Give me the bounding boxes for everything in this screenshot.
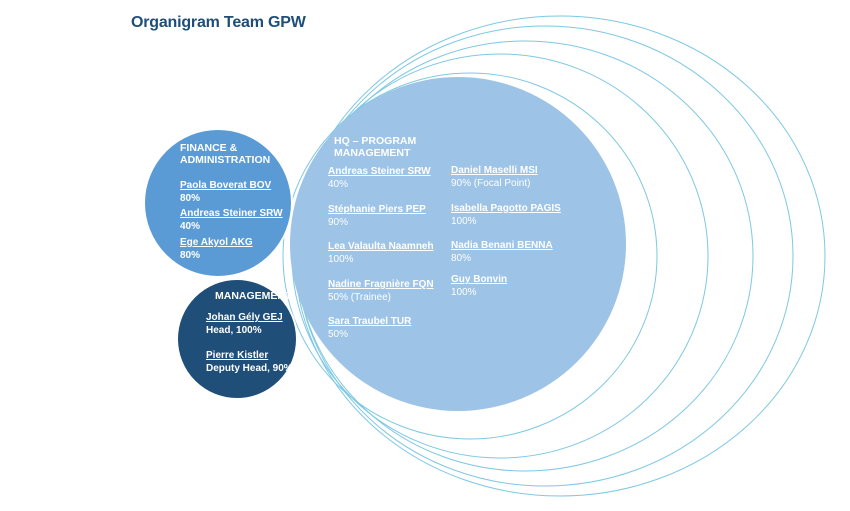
hq-member: Andreas Steiner SRW 40% — [328, 165, 431, 191]
member-role: 100% — [451, 287, 477, 298]
finance-title-line1: FINANCE & — [180, 142, 238, 154]
finance-title: FINANCE & ADMINISTRATION — [180, 142, 270, 166]
finance-member: Ege Akyol AKG 80% — [180, 236, 253, 262]
member-role: 80% — [451, 253, 472, 264]
member-name[interactable]: Daniel Maselli MSI — [451, 165, 538, 176]
hq-member: Nadia Benani BENNA 80% — [451, 239, 553, 265]
member-name[interactable]: Sara Traubel TUR — [328, 316, 412, 327]
member-role: 40% — [328, 179, 349, 190]
member-name[interactable]: Ege Akyol AKG — [180, 237, 253, 248]
management-title: MANAGEMENT — [215, 290, 292, 302]
hq-member: Nadine Fragnière FQN 50% (Trainee) — [328, 278, 434, 304]
member-name[interactable]: Isabella Pagotto PAGIS — [451, 203, 561, 214]
ring-1 — [282, 72, 658, 440]
member-name[interactable]: Guy Bonvin — [451, 274, 508, 285]
member-name[interactable]: Andreas Steiner SRW — [180, 208, 283, 219]
hq-member: Stéphanie Piers PEP 90% — [328, 203, 426, 229]
management-circle — [176, 278, 298, 400]
page-title: Organigram Team GPW — [131, 14, 306, 31]
member-name[interactable]: Paola Boverat BOV — [180, 180, 272, 191]
member-role: 50% — [328, 329, 349, 340]
hq-member: Guy Bonvin 100% — [451, 273, 507, 299]
hq-title-line2: MANAGEMENT — [334, 147, 411, 159]
hq-member: Lea Valaulta Naamneh 100% — [328, 240, 434, 266]
member-role: 50% (Trainee) — [328, 292, 391, 303]
finance-circle — [143, 128, 293, 278]
member-name[interactable]: Nadia Benani BENNA — [451, 240, 553, 251]
management-member: Pierre Kistler Deputy Head, 90% — [206, 349, 293, 375]
member-name[interactable]: Nadine Fragnière FQN — [328, 279, 434, 290]
hq-title-line1: HQ – PROGRAM — [334, 135, 417, 147]
member-name[interactable]: Andreas Steiner SRW — [328, 166, 431, 177]
hq-member: Sara Traubel TUR 50% — [328, 315, 411, 341]
member-role: 80% — [180, 250, 201, 261]
member-name[interactable]: Stéphanie Piers PEP — [328, 204, 426, 215]
member-role: Deputy Head, 90% — [206, 363, 293, 374]
management-member: Johan Gély GEJ Head, 100% — [206, 311, 283, 337]
hq-member: Isabella Pagotto PAGIS 100% — [451, 202, 561, 228]
finance-member: Andreas Steiner SRW 40% — [180, 207, 283, 233]
member-role: 40% — [180, 221, 201, 232]
member-role: 90% (Focal Point) — [451, 178, 531, 189]
member-name[interactable]: Pierre Kistler — [206, 350, 269, 361]
member-role: 100% — [451, 216, 477, 227]
member-name[interactable]: Johan Gély GEJ — [206, 312, 283, 323]
member-role: 100% — [328, 254, 354, 265]
hq-title: HQ – PROGRAM MANAGEMENT — [334, 135, 416, 159]
finance-title-line2: ADMINISTRATION — [180, 154, 271, 166]
member-role: 80% — [180, 193, 201, 204]
member-role: Head, 100% — [206, 325, 262, 336]
member-role: 90% — [328, 217, 349, 228]
hq-circle — [290, 77, 626, 411]
member-name[interactable]: Lea Valaulta Naamneh — [328, 241, 434, 252]
hq-member: Daniel Maselli MSI 90% (Focal Point) — [451, 164, 538, 190]
finance-member: Paola Boverat BOV 80% — [180, 179, 271, 205]
